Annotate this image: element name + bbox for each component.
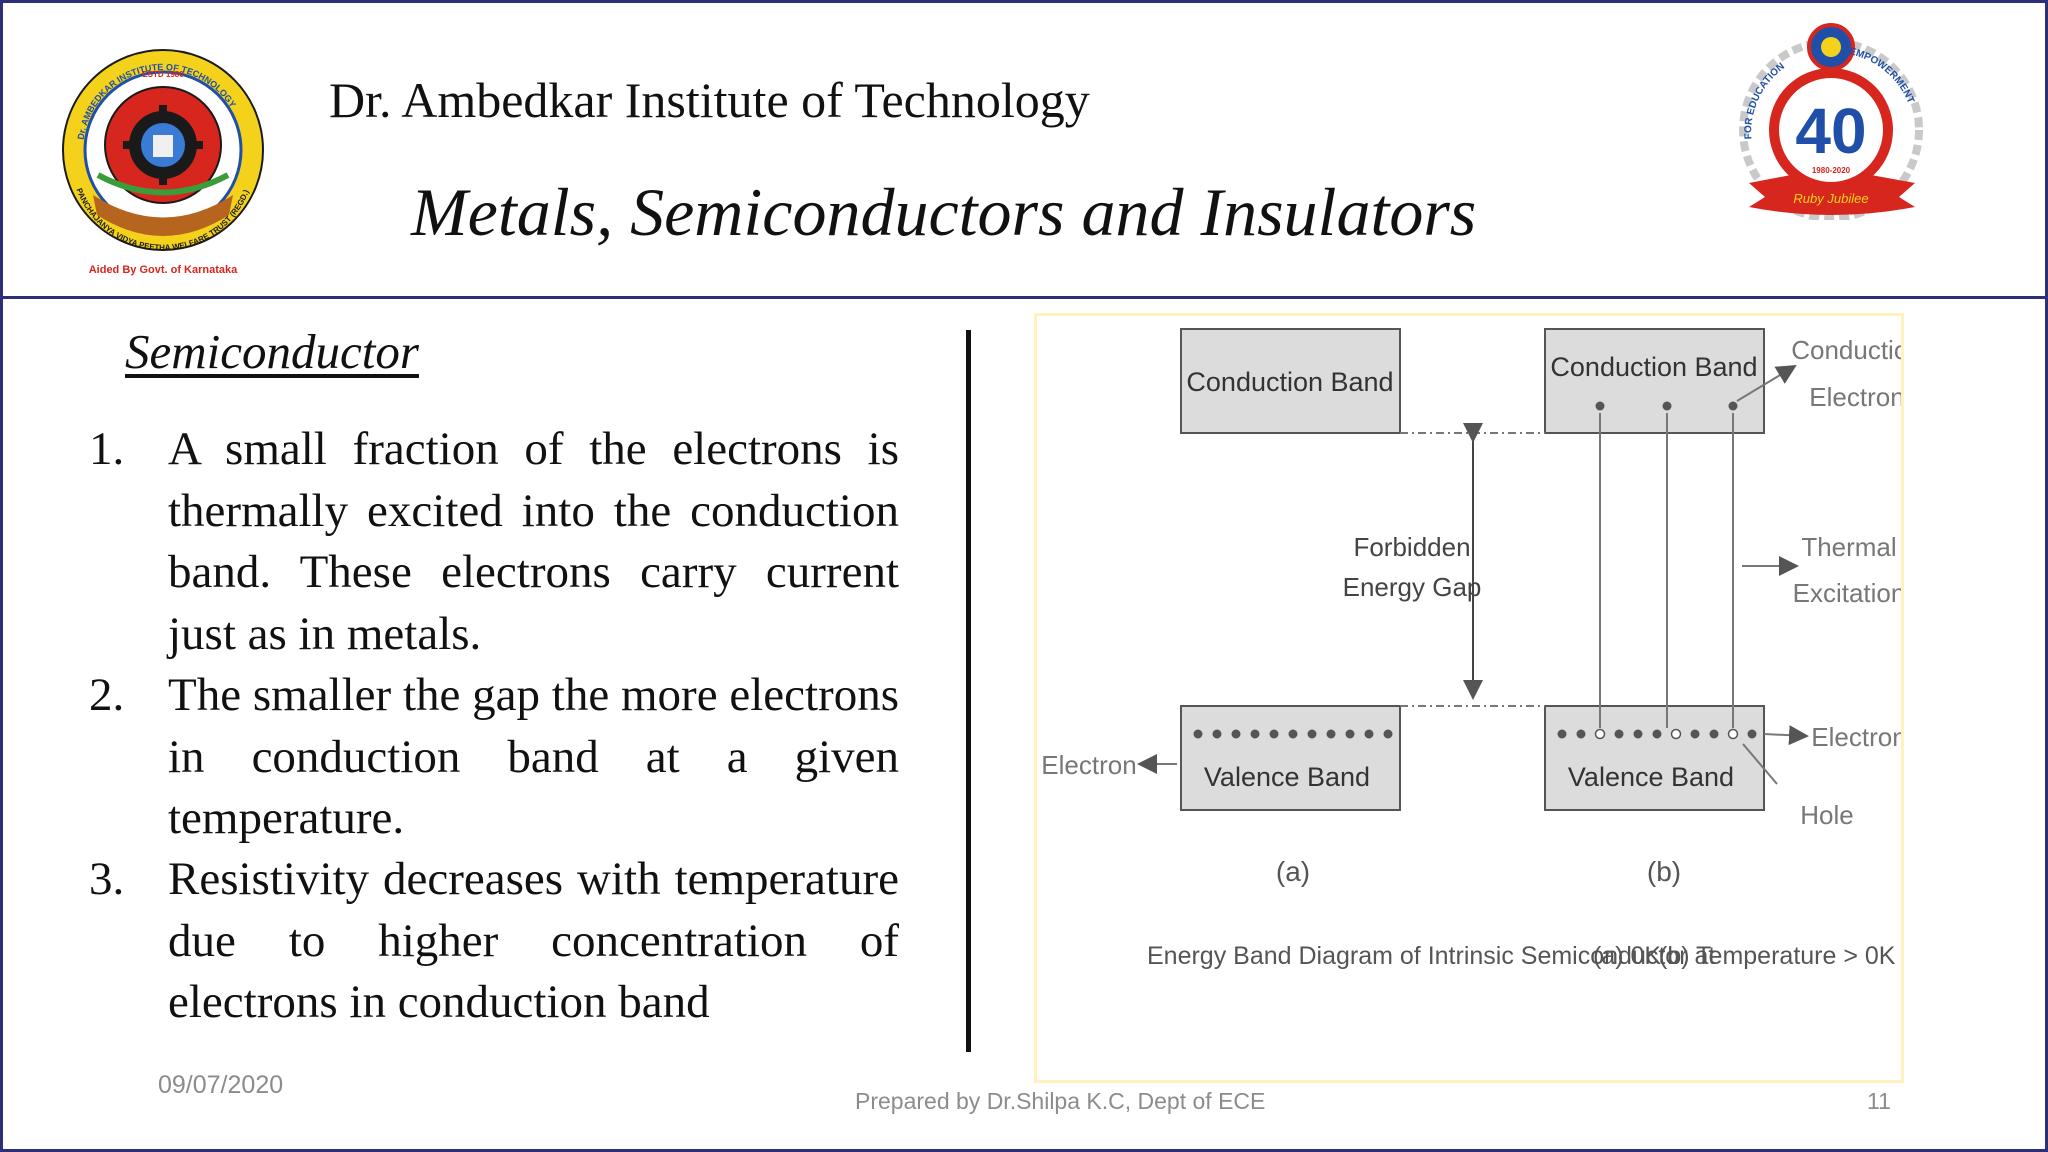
conduction-band-b [1544, 328, 1765, 434]
thermal-label-2: Excitation [1793, 578, 1901, 608]
footer-credit: Prepared by Dr.Shilpa K.C, Dept of ECE [855, 1088, 1266, 1114]
panel-label-a: (a) [1276, 856, 1310, 887]
conduction-electrons-b [1595, 401, 1738, 411]
valence-band-b [1544, 705, 1765, 811]
diagram-caption-b: (b) Temperature > 0K [1659, 942, 1896, 970]
electron-label-b: Electron [1811, 722, 1901, 752]
gap-label-2: Energy Gap [1343, 572, 1482, 602]
list-item: 2. The smaller the gap the more electron… [89, 665, 899, 850]
diagram-caption-prefix: Energy Band Diagram of Intrinsic Semicon… [1147, 942, 1715, 970]
gap-label-1: Forbidden [1353, 532, 1470, 562]
logo-right-number: 40 [1795, 95, 1866, 167]
list-item-text: Resistivity decreases with temperature d… [168, 853, 899, 1028]
institute-logo: Dr. AMBEDKAR INSTITUTE OF TECHNOLOGY PAN… [62, 49, 264, 276]
column-divider [966, 330, 971, 1052]
diagram-caption-a: (a) 0K [1593, 942, 1661, 970]
list-item-number: 3. [89, 853, 125, 905]
list-item: 3. Resistivity decreases with temperatur… [89, 849, 899, 1099]
thermal-label-1: Thermal [1801, 532, 1896, 562]
valence-band-a-label: Valence Band [1204, 762, 1370, 792]
valence-electrons-b [1557, 728, 1757, 740]
section-heading: Semiconductor [125, 324, 419, 379]
valence-band-b-label: Valence Band [1568, 762, 1734, 792]
list-item-text: The smaller the gap the more electrons i… [168, 669, 899, 844]
logo-left-caption: Aided By Govt. of Karnataka [89, 264, 238, 276]
list-item-number: 1. [89, 423, 125, 475]
electron-label-a: Electron [1041, 750, 1136, 780]
panel-label-b: (b) [1647, 856, 1681, 887]
logo-right-ribbon: Ruby Jubilee [1793, 191, 1868, 206]
conduction-band-a-label: Conduction Band [1186, 367, 1393, 397]
list-item: 1. A small fraction of the electrons is … [89, 419, 899, 669]
page-number: 11 [1867, 1088, 1891, 1114]
conduction-electron-label-2: Electron [1809, 382, 1901, 412]
list-item-number: 2. [89, 669, 125, 721]
footer-date: 09/07/2020 [158, 1071, 284, 1099]
conduction-electron-label-1: Conduction [1791, 335, 1901, 365]
ruby-jubilee-logo: 40 1980-2020 Ruby Jubilee FOR EDUCATION … [1739, 23, 1923, 220]
conduction-band-b-label: Conduction Band [1550, 352, 1757, 382]
valence-electrons-a [1193, 729, 1393, 739]
header-divider [3, 296, 2048, 299]
valence-band-a [1180, 705, 1401, 811]
hole-label: Hole [1800, 800, 1853, 830]
conduction-band-a [1180, 328, 1401, 434]
energy-band-diagram: Conduction Band Conduction Band Valence … [1034, 313, 1923, 1083]
energy-band-diagram-svg: Conduction Band Conduction Band Valence … [1041, 328, 1923, 970]
list-item-text: A small fraction of the electrons is the… [168, 423, 899, 660]
institute-name: Dr. Ambedkar Institute of Technology [329, 72, 1090, 128]
logo-left-estd: ESTD 1980 [142, 70, 184, 79]
slide-title: Metals, Semiconductors and Insulators [411, 174, 1477, 250]
logo-right-years: 1980-2020 [1812, 166, 1851, 175]
